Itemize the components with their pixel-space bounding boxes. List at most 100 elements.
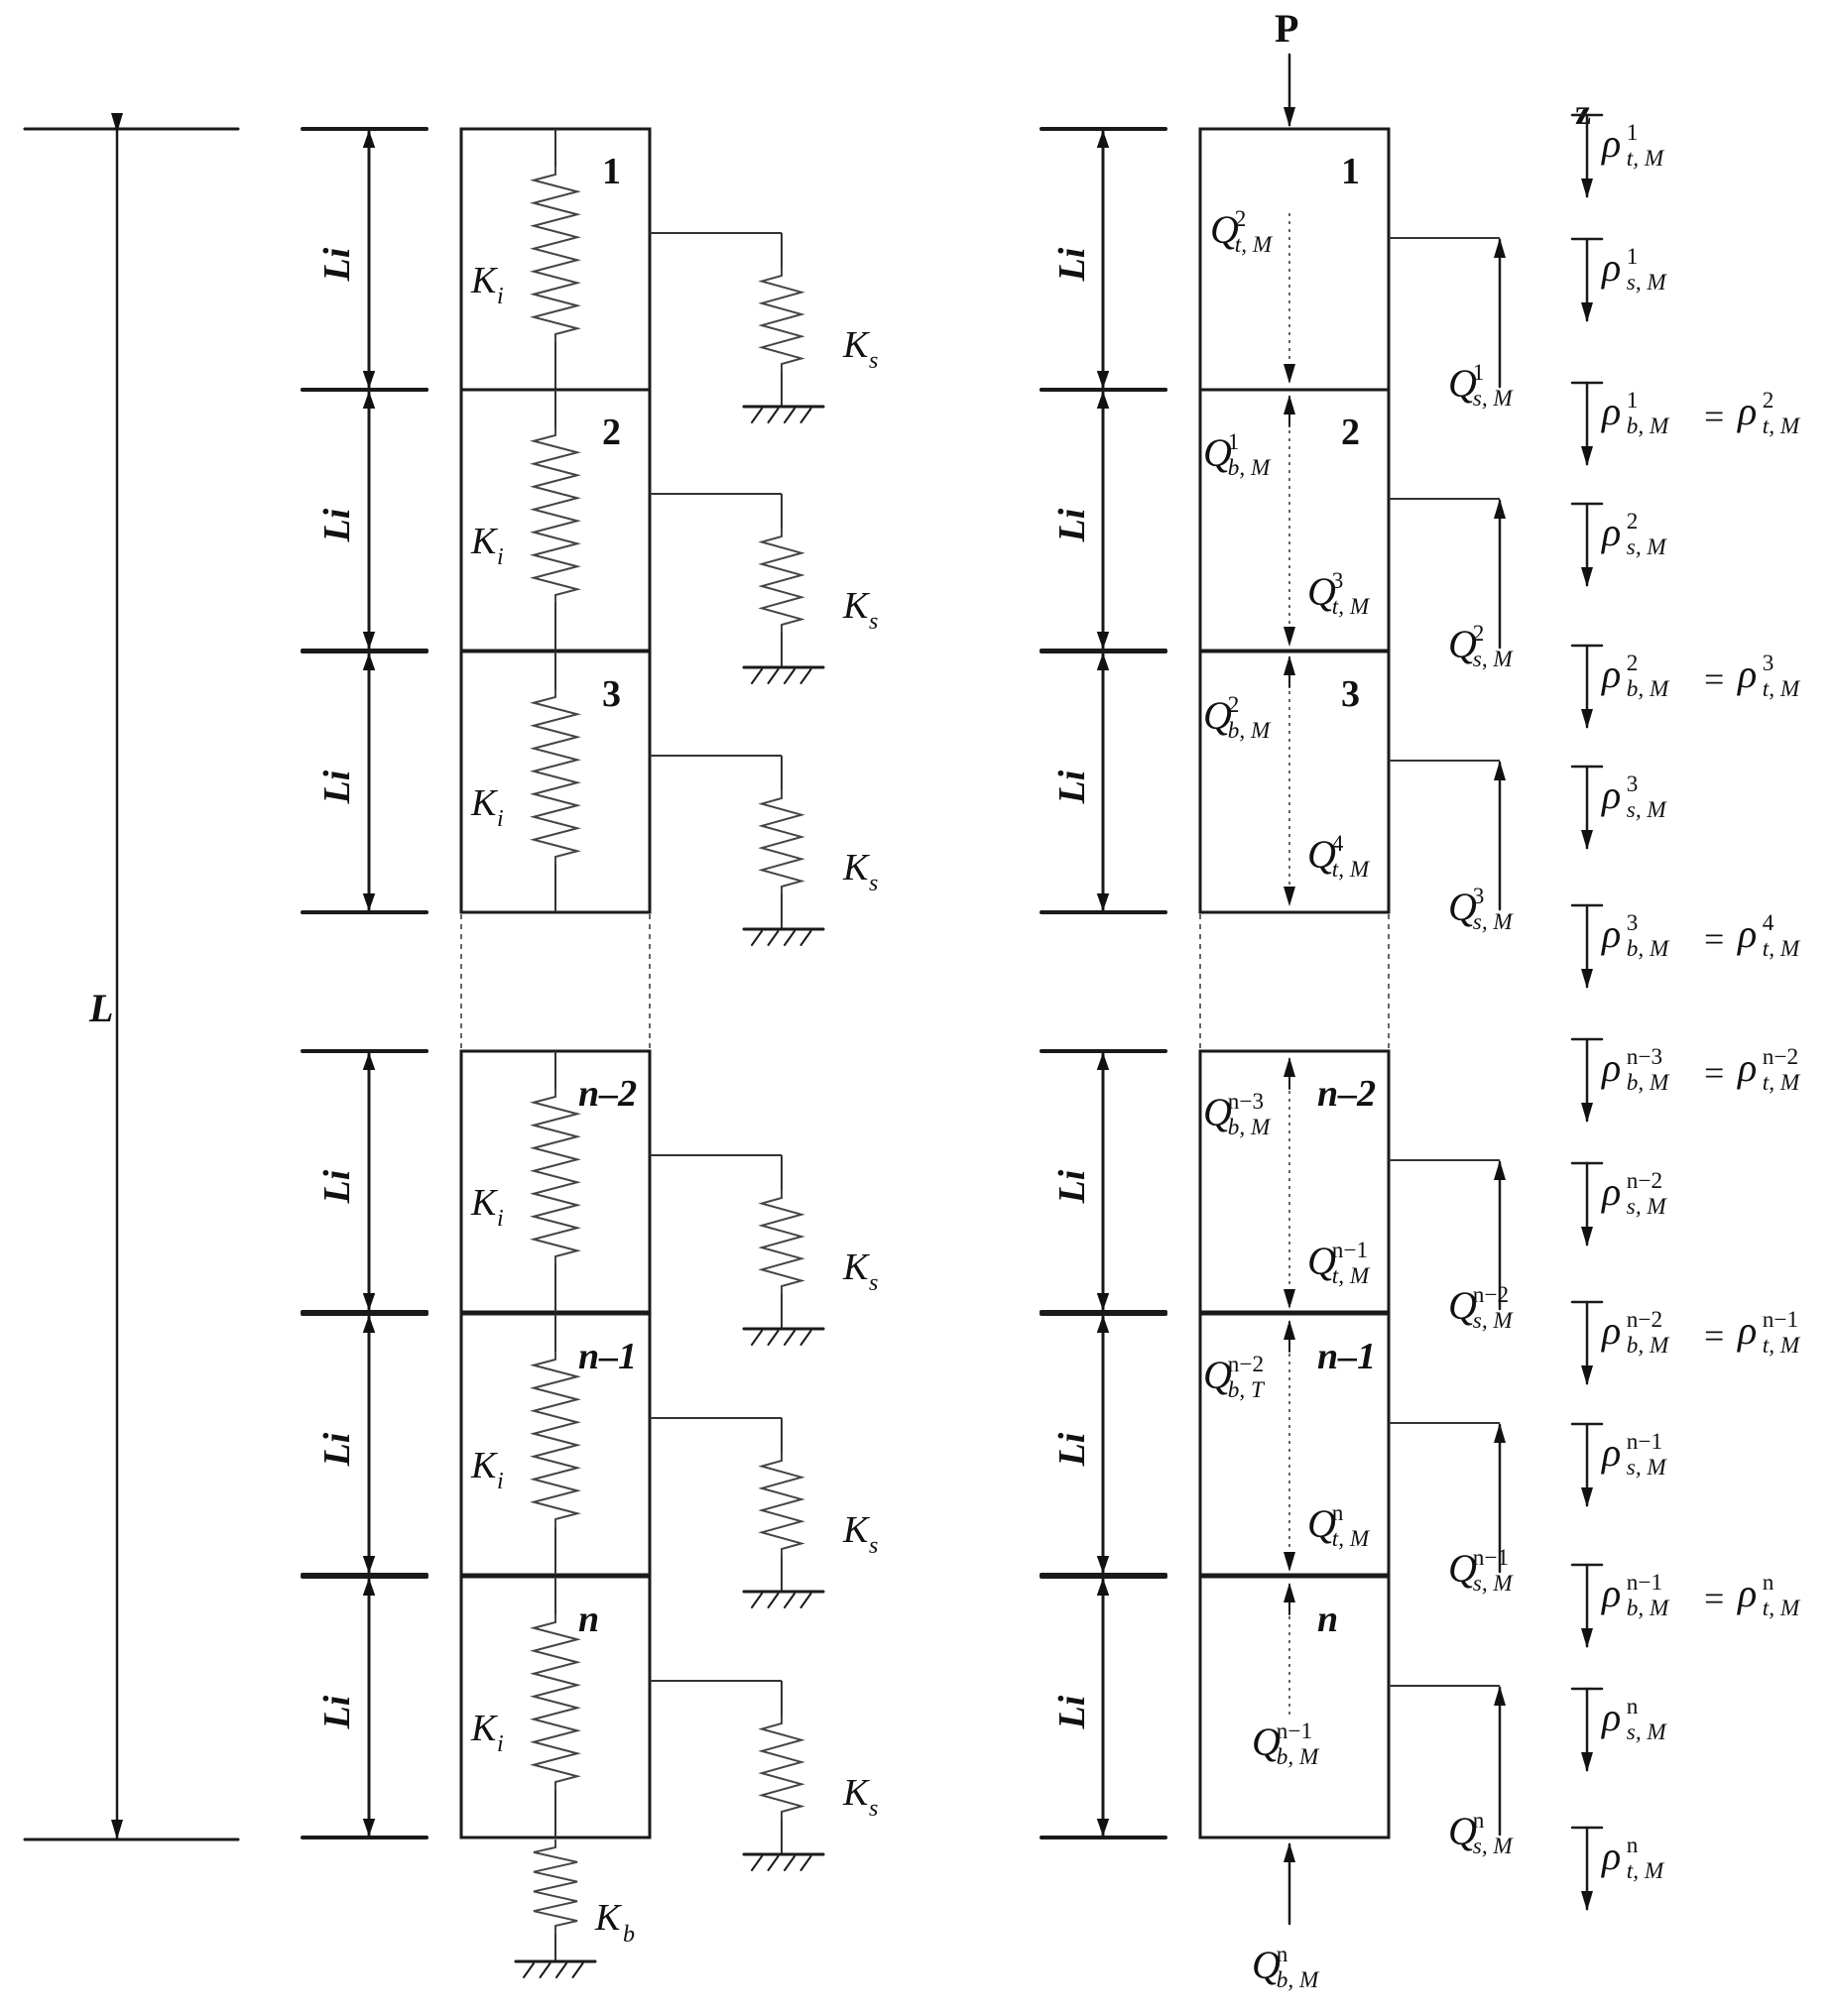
math-superscript: n−1 xyxy=(1332,1238,1368,1263)
math-base: Q xyxy=(1448,1283,1477,1328)
math-subscript: t, M xyxy=(1763,676,1801,702)
math-superscript: 2 xyxy=(1235,206,1247,232)
math-superscript: 2 xyxy=(1228,692,1240,718)
math-subscript: b, M xyxy=(1627,936,1670,962)
math-label: Qn−1s, M xyxy=(1448,1545,1514,1597)
math-base: ρ xyxy=(1600,1834,1621,1878)
ground-hatch xyxy=(767,1330,780,1346)
math-base: ρ xyxy=(1736,1571,1757,1615)
ks-subscript: s xyxy=(869,609,878,635)
segment-number-label: n–2 xyxy=(1317,1073,1376,1115)
k-subscript: i xyxy=(497,1469,504,1494)
math-label: Qn−1t, M xyxy=(1307,1238,1371,1289)
math-subscript: b, M xyxy=(1228,1115,1272,1140)
math-superscript: 2 xyxy=(1763,388,1775,414)
ground-hatch xyxy=(539,1962,551,1978)
math-label: Q3t, M xyxy=(1307,568,1371,620)
segment-length-label: Li xyxy=(316,770,358,804)
math-superscript: n xyxy=(1627,1694,1639,1720)
ground-hatch xyxy=(799,1593,812,1608)
k-base: K xyxy=(470,260,498,301)
math-superscript: n−3 xyxy=(1627,1044,1662,1070)
k-base: K xyxy=(470,1708,498,1749)
math-subscript: t, M xyxy=(1332,594,1371,620)
ks-subscript: s xyxy=(869,871,878,896)
free-body-segment-3-box xyxy=(1198,650,1391,914)
math-label: Qns, M xyxy=(1448,1808,1514,1859)
math-base: Q xyxy=(1307,1501,1336,1546)
math-base: Q xyxy=(1252,1720,1281,1764)
segment-length-label: Li xyxy=(316,508,358,542)
math-superscript: 3 xyxy=(1627,771,1639,797)
math-superscript: 1 xyxy=(1473,360,1485,386)
ground-hatch xyxy=(799,930,812,946)
math-subscript: t, M xyxy=(1332,1263,1371,1289)
ground-hatch xyxy=(784,1855,796,1871)
segment-length-label: Li xyxy=(1051,770,1093,804)
math-subscript: b, M xyxy=(1277,1967,1320,1993)
math-superscript: n xyxy=(1473,1808,1485,1834)
math-base: ρ xyxy=(1600,911,1621,956)
math-subscript: t, M xyxy=(1332,857,1371,883)
math-subscript: s, M xyxy=(1473,1834,1515,1859)
math-subscript: s, M xyxy=(1473,1308,1515,1334)
math-label: Qn−2s, M xyxy=(1448,1282,1514,1334)
ground-hatch xyxy=(799,668,812,684)
ground-hatch xyxy=(751,1593,763,1608)
k-base: K xyxy=(470,782,498,824)
math-subscript: s, M xyxy=(1627,270,1668,296)
math-superscript: 3 xyxy=(1473,884,1485,909)
k-subscript: i xyxy=(497,1731,504,1757)
free-body-segment-5-box xyxy=(1198,1312,1391,1577)
math-label: Q1b, M xyxy=(1203,429,1272,481)
segment-number-label: 1 xyxy=(602,151,621,192)
equals-sign: = xyxy=(1704,919,1724,959)
math-subscript: s, M xyxy=(1473,647,1515,672)
math-subscript: s, M xyxy=(1627,1194,1668,1220)
ks-subscript: s xyxy=(869,348,878,374)
ground-hatch xyxy=(767,668,780,684)
math-base: Q xyxy=(1203,693,1232,738)
ground-hatch xyxy=(799,1855,812,1871)
segment-number-label: 1 xyxy=(1341,151,1360,192)
segment-number-label: n xyxy=(1317,1599,1338,1640)
math-base: ρ xyxy=(1600,245,1621,290)
ks-subscript: s xyxy=(869,1270,878,1296)
math-superscript: n xyxy=(1277,1942,1288,1967)
segment-number-label: n–1 xyxy=(1317,1336,1376,1377)
k-subscript: i xyxy=(497,806,504,832)
math-superscript: 3 xyxy=(1332,568,1344,594)
ground-hatch xyxy=(767,1593,780,1608)
math-label: Qnb, M xyxy=(1252,1942,1320,1993)
math-base: ρ xyxy=(1600,1308,1621,1353)
ground-hatch xyxy=(784,1330,796,1346)
math-superscript: n−1 xyxy=(1627,1570,1662,1596)
math-subscript: b, M xyxy=(1627,1596,1670,1621)
math-label: Q2b, M xyxy=(1203,692,1272,744)
math-base: ρ xyxy=(1600,510,1621,554)
equals-sign: = xyxy=(1704,659,1724,699)
segment-length-label: Li xyxy=(316,247,358,282)
math-base: Q xyxy=(1448,885,1477,929)
side-spring-2 xyxy=(758,529,805,633)
segment-number-label: n xyxy=(578,1599,599,1640)
math-base: Q xyxy=(1203,430,1232,475)
internal-spring-2 xyxy=(530,427,581,603)
segment-length-label: Li xyxy=(316,1169,358,1204)
math-subscript: t, M xyxy=(1627,1858,1665,1884)
base-spring xyxy=(533,1839,578,1934)
